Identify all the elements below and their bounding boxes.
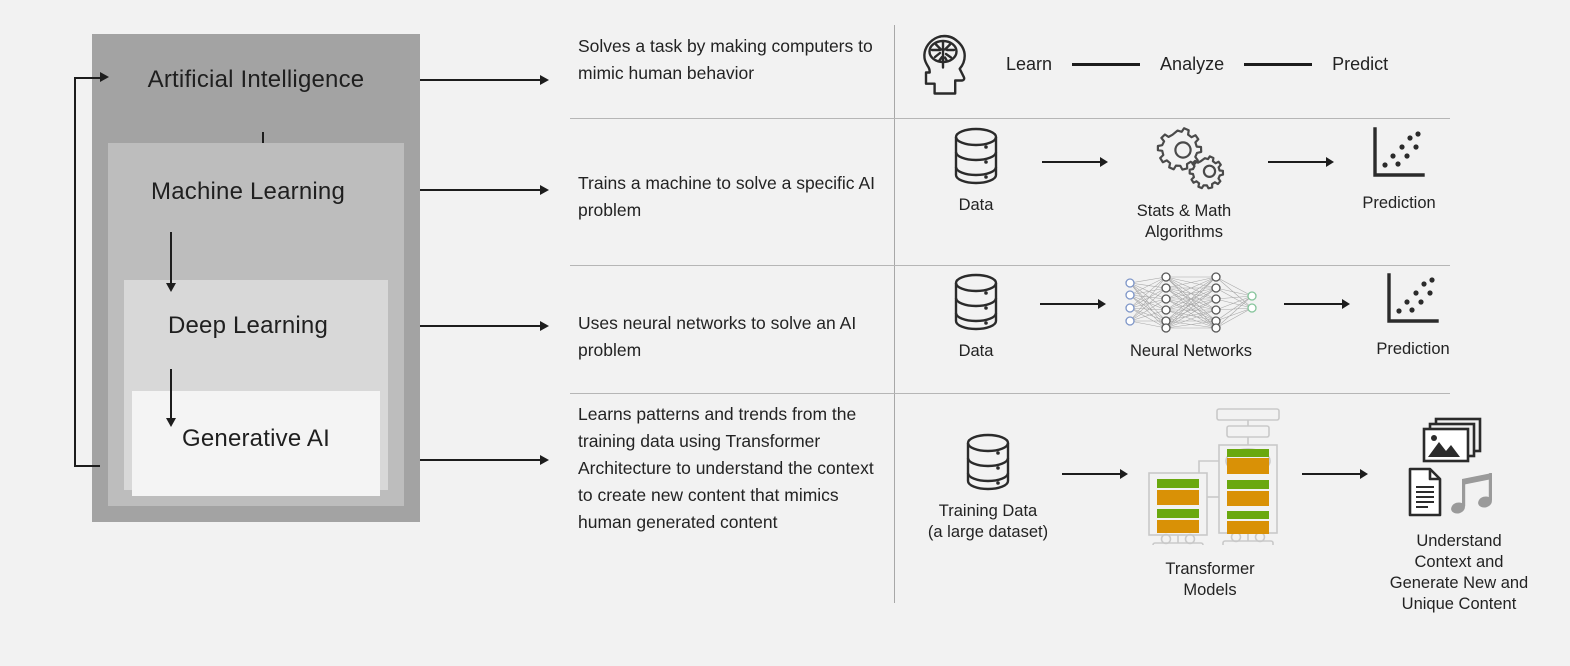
flow-row-deep-learning: Data xyxy=(910,271,1450,393)
flow-arrow-ml-1-icon xyxy=(1042,157,1108,167)
flow-node-neural-network: Neural Networks xyxy=(1110,271,1272,362)
hierarchy-label-generative-ai: Generative AI xyxy=(181,425,331,452)
flow-row-artificial-intelligence: Learn Analyze Predict xyxy=(910,31,1450,117)
transformer-icon xyxy=(1135,401,1285,545)
description-artificial-intelligence: Solves a task by making computers to mim… xyxy=(578,36,873,83)
arrow-dl-to-genai-icon xyxy=(166,369,176,427)
brain-head-icon xyxy=(916,31,974,97)
flow-arrow-dl-1-icon xyxy=(1040,299,1106,309)
description-deep-learning: Uses neural networks to solve an AI prob… xyxy=(578,313,857,360)
flow-row-generative-ai: Training Data (a large dataset) xyxy=(910,401,1528,623)
hierarchy-box-machine-learning[interactable]: Machine Learning Deep Learning Generativ… xyxy=(108,143,404,506)
flow-node-data-dl: Data xyxy=(924,271,1028,362)
row-separator-3 xyxy=(570,393,1450,394)
row-separator-1 xyxy=(570,118,1450,119)
flow-row-machine-learning: Data Stats & Ma xyxy=(910,125,1450,265)
flow-step-analyze: Analyze xyxy=(1160,53,1225,74)
flow-line-2 xyxy=(1244,62,1313,66)
scatter-plot-icon xyxy=(1382,271,1444,331)
flow-arrow-ml-2-icon xyxy=(1268,157,1334,167)
flow-arrow-genai-1-icon xyxy=(1062,469,1128,479)
connector-arrow-ml-icon xyxy=(420,185,549,195)
flow-caption-training-data: Training Data (a large dataset) xyxy=(927,502,1049,541)
scatter-plot-icon xyxy=(1368,125,1430,185)
database-icon xyxy=(948,125,1004,187)
flow-node-transformer: Transformer Models xyxy=(1128,401,1292,601)
flow-caption-generated-content: Understand Context and Generate New and … xyxy=(1389,532,1529,613)
flow-caption-stats-math: Stats & Math Algorithms xyxy=(1136,202,1232,241)
flow-arrow-dl-2-icon xyxy=(1284,299,1350,309)
flow-arrow-genai-2-icon xyxy=(1302,469,1368,479)
flow-node-brain xyxy=(910,31,980,97)
flow-step-predict: Predict xyxy=(1332,53,1389,74)
arrow-ml-to-dl-icon xyxy=(166,232,176,292)
flow-caption-transformer: Transformer Models xyxy=(1165,560,1255,599)
flow-node-prediction-ml: Prediction xyxy=(1340,125,1458,214)
database-icon xyxy=(948,271,1004,333)
row-separator-2 xyxy=(570,265,1450,266)
media-content-icon xyxy=(1402,413,1516,523)
neural-network-icon xyxy=(1116,271,1266,333)
connector-arrow-ai-icon xyxy=(420,75,549,85)
flow-step-learn: Learn xyxy=(1006,53,1053,74)
hierarchy-box-deep-learning[interactable]: Deep Learning Generative AI xyxy=(124,280,388,496)
hierarchy-label-artificial-intelligence: Artificial Intelligence xyxy=(147,66,365,93)
hierarchy-label-machine-learning: Machine Learning xyxy=(151,178,345,205)
explanation-matrix: Solves a task by making computers to mim… xyxy=(570,25,1528,613)
column-divider xyxy=(894,25,895,603)
connector-arrow-dl-icon xyxy=(420,321,549,331)
flow-caption-data-ml: Data xyxy=(958,196,994,214)
gears-icon xyxy=(1142,125,1226,193)
feedback-loop-arrow-icon xyxy=(74,72,109,467)
hierarchy-box-artificial-intelligence[interactable]: Artificial Intelligence Machine Learning… xyxy=(92,34,420,522)
flow-line-1 xyxy=(1072,62,1141,66)
hierarchy-box-generative-ai[interactable]: Generative AI xyxy=(132,391,380,496)
database-icon xyxy=(960,431,1016,493)
flow-node-stats-math: Stats & Math Algorithms xyxy=(1114,125,1254,243)
flow-node-data-ml: Data xyxy=(924,125,1028,216)
flow-caption-prediction-ml: Prediction xyxy=(1362,194,1436,212)
flow-node-training-data: Training Data (a large dataset) xyxy=(914,401,1062,543)
flow-caption-neural-network: Neural Networks xyxy=(1130,342,1252,360)
connector-arrow-genai-icon xyxy=(420,455,549,465)
flow-caption-prediction-dl: Prediction xyxy=(1376,340,1450,358)
flow-node-prediction-dl: Prediction xyxy=(1354,271,1472,360)
description-generative-ai: Learns patterns and trends from the trai… xyxy=(578,404,874,532)
flow-node-generated-content: Understand Context and Generate New and … xyxy=(1370,401,1548,615)
flow-caption-data-dl: Data xyxy=(958,342,994,360)
hierarchy-label-deep-learning: Deep Learning xyxy=(167,312,329,339)
description-machine-learning: Trains a machine to solve a specific AI … xyxy=(578,173,875,220)
